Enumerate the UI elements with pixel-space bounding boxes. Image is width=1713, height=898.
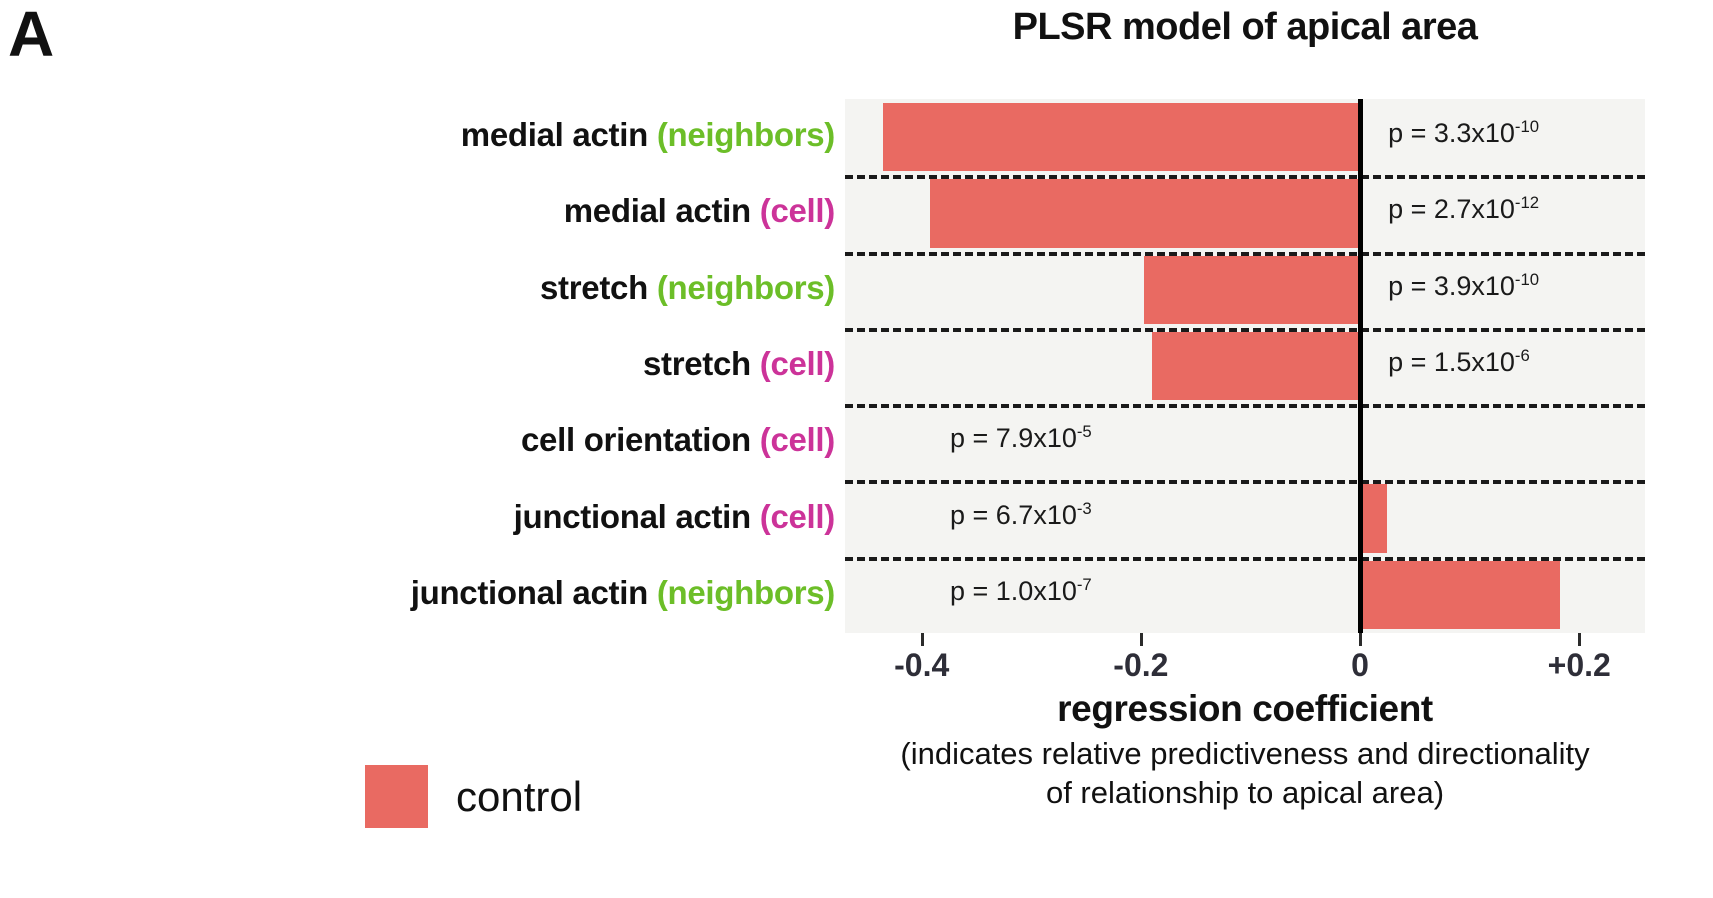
p-value-mantissa-5: p = 6.7x10 — [950, 499, 1077, 530]
row-divider-3 — [845, 404, 1645, 409]
row-divider-4 — [845, 480, 1645, 485]
p-value-mantissa-0: p = 3.3x10 — [1388, 118, 1515, 149]
y-category-base-6: junctional actin — [410, 573, 657, 611]
x-tick-label-0: -0.4 — [894, 647, 950, 683]
y-category-group-0: (neighbors) — [656, 116, 835, 154]
y-category-group-2: (neighbors) — [656, 268, 835, 306]
y-category-label-2: stretch (neighbors) — [540, 271, 835, 304]
row-divider-1 — [845, 251, 1645, 256]
x-axis: -0.4 -0.2 0 +0.2 — [845, 633, 1645, 693]
y-category-label-0: medial actin (neighbors) — [460, 116, 836, 154]
p-value-2: p = 3.9x10-10 — [1388, 271, 1539, 302]
p-value-mantissa-2: p = 3.9x10 — [1388, 270, 1515, 301]
bar-5 — [1360, 484, 1388, 553]
p-value-exponent-4: -5 — [1076, 422, 1092, 442]
p-value-mantissa-3: p = 1.5x10 — [1388, 347, 1515, 377]
x-axis-title: regression coefficient — [1057, 688, 1433, 729]
y-category-group-3: (cell) — [759, 345, 836, 382]
p-value-exponent-3: -6 — [1514, 346, 1530, 365]
bar-1 — [930, 179, 1361, 248]
x-axis-subtitle: (indicates relative predictiveness and d… — [740, 735, 1713, 813]
bar-3 — [1151, 331, 1361, 401]
y-category-group-1: (cell) — [759, 192, 836, 230]
p-value-5: p = 6.7x10-3 — [950, 500, 1092, 531]
bar-0 — [883, 103, 1361, 172]
x-tick-label-2: 0 — [1351, 647, 1369, 683]
legend-swatch-control — [365, 765, 428, 828]
legend-label-control: control — [456, 772, 583, 820]
p-value-1: p = 2.7x10-12 — [1388, 194, 1539, 225]
y-category-base-0: medial actin — [460, 116, 657, 154]
y-category-label-5: junctional actin (cell) — [513, 497, 836, 535]
zero-axis-line — [1358, 99, 1364, 633]
y-category-label-4: cell orientation (cell) — [521, 423, 835, 456]
y-category-label-1: medial actin (cell) — [563, 192, 836, 230]
x-tick-0 — [920, 633, 924, 646]
y-category-base-1: medial actin — [563, 192, 760, 230]
x-tick-1 — [1139, 633, 1143, 646]
x-tick-label-1: -0.2 — [1113, 647, 1169, 683]
p-value-4: p = 7.9x10-5 — [950, 423, 1092, 454]
y-category-base-4: cell orientation — [520, 421, 760, 459]
y-category-label-6: junctional actin (neighbors) — [410, 573, 836, 611]
row-divider-0 — [845, 175, 1645, 180]
x-tick-2 — [1359, 633, 1363, 646]
p-value-exponent-5: -3 — [1076, 498, 1092, 518]
bar-6 — [1360, 560, 1560, 629]
p-value-0: p = 3.3x10-10 — [1388, 118, 1539, 149]
p-value-3: p = 1.5x10-6 — [1388, 347, 1530, 378]
y-category-label-3: stretch (cell) — [643, 347, 835, 380]
y-category-base-5: junctional actin — [513, 497, 760, 535]
x-axis-subtitle-line2: of relationship to apical area) — [1045, 774, 1445, 810]
bar-2 — [1144, 255, 1361, 324]
legend: control — [365, 765, 582, 828]
row-divider-2 — [845, 327, 1645, 332]
chart-title: PLSR model of apical area — [1012, 6, 1478, 48]
x-tick-3 — [1578, 633, 1582, 646]
x-axis-subtitle-line1: (indicates relative predictiveness and d… — [900, 736, 1590, 771]
x-tick-label-3: +0.2 — [1547, 647, 1611, 683]
y-category-group-5: (cell) — [759, 497, 836, 535]
row-divider-5 — [845, 556, 1645, 561]
p-value-mantissa-6: p = 1.0x10 — [950, 575, 1077, 606]
p-value-exponent-2: -10 — [1514, 269, 1540, 289]
y-category-base-3: stretch — [642, 345, 760, 382]
p-value-exponent-0: -10 — [1514, 117, 1540, 137]
y-category-group-6: (neighbors) — [656, 573, 835, 611]
p-value-mantissa-4: p = 7.9x10 — [950, 423, 1077, 454]
y-category-base-2: stretch — [540, 268, 657, 306]
p-value-6: p = 1.0x10-7 — [950, 576, 1092, 607]
y-category-group-4: (cell) — [759, 421, 836, 459]
panel-letter: A — [8, 0, 54, 70]
p-value-mantissa-1: p = 2.7x10 — [1388, 194, 1515, 225]
p-value-exponent-1: -12 — [1514, 193, 1540, 213]
p-value-exponent-6: -7 — [1076, 574, 1092, 594]
